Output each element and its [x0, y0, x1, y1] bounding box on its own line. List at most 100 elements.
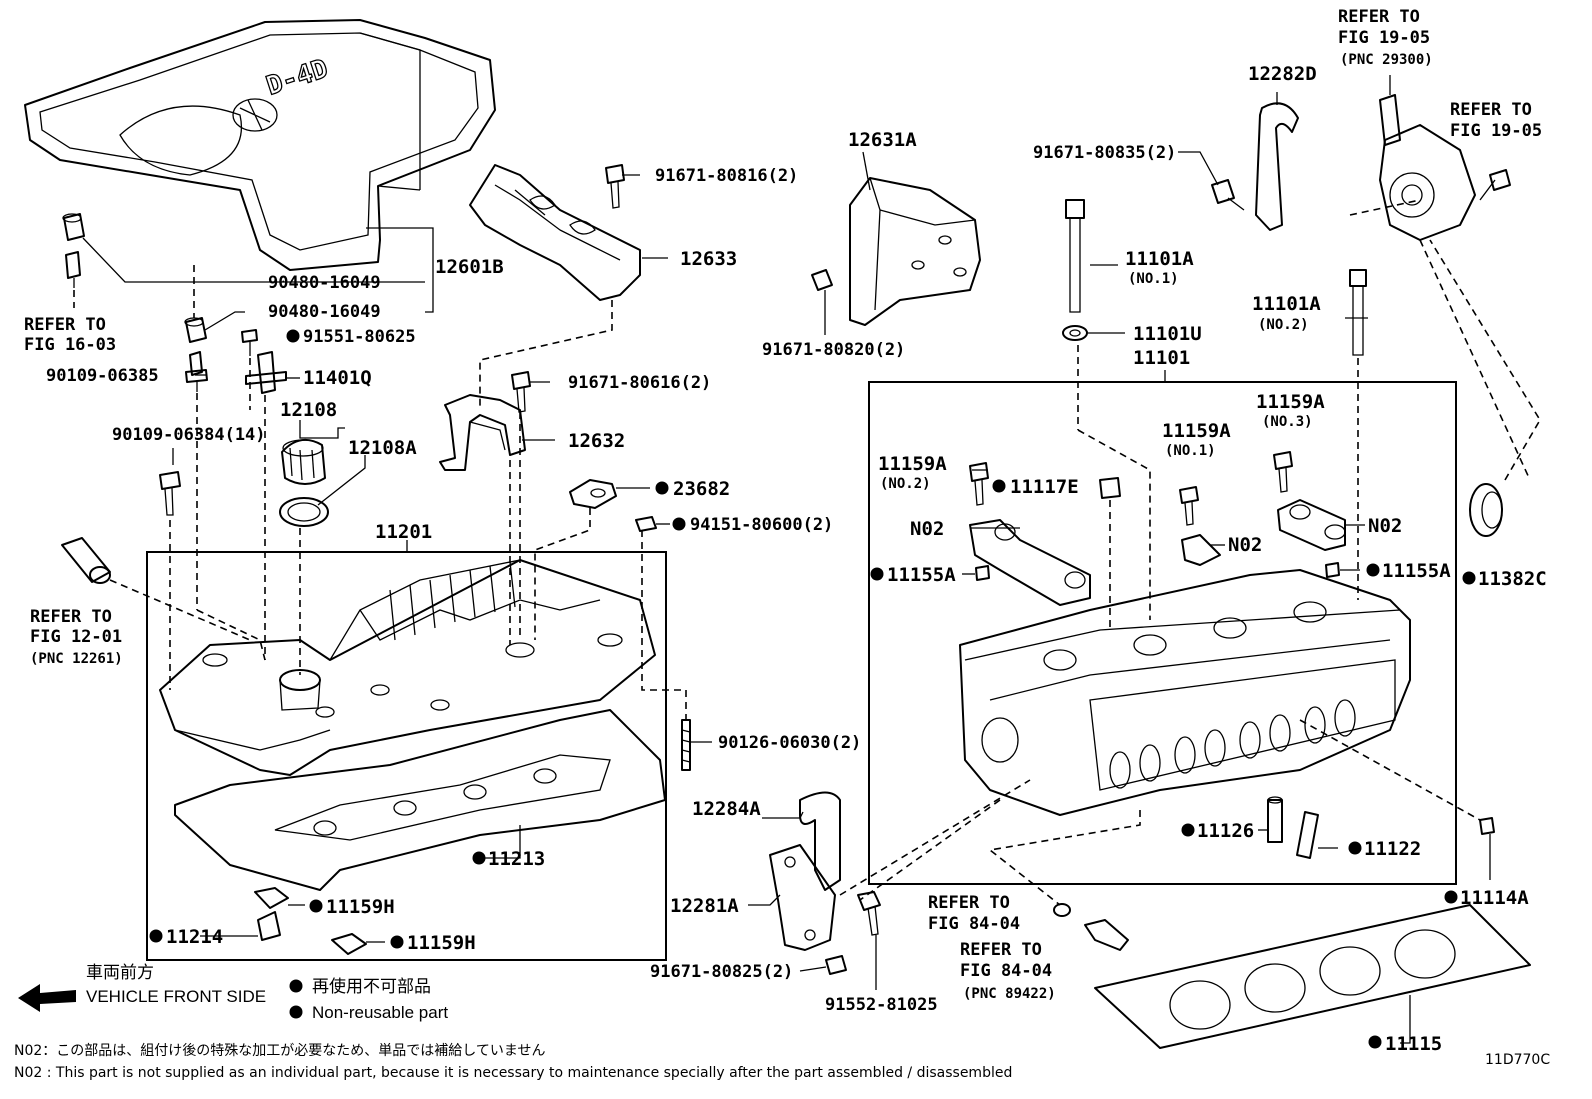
callout-11122: 11122	[1364, 838, 1421, 860]
callout-91671-80616: 91671-80616(2)	[568, 373, 711, 393]
legend-dot-icon-jp	[289, 979, 303, 993]
callout-11201: 11201	[375, 521, 432, 543]
bolt-91671-80835	[1211, 179, 1245, 211]
legend-nonreuse-en: Non-reusable part	[312, 1003, 448, 1022]
callout-N02-b: N02	[1228, 534, 1262, 556]
dot-11155A-right	[1366, 563, 1380, 577]
camshaft-bearing-cap-no3	[1277, 499, 1346, 551]
ref-16-03-line1: REFER TO	[24, 315, 106, 335]
callout-12282D: 12282D	[1248, 63, 1317, 85]
gasket-84-04	[1053, 903, 1071, 917]
callout-11159H-a: 11159H	[326, 896, 395, 918]
bolt-19-05	[1489, 169, 1511, 191]
head-cover-gasket-11213-drawing	[174, 709, 666, 891]
callout-91671-80816: 91671-80816(2)	[655, 166, 798, 186]
callout-11101U: 11101U	[1133, 323, 1202, 345]
pipe-11126	[1267, 796, 1283, 843]
ref-84-04b-line2: FIG 84-04	[960, 961, 1052, 981]
bolt-91671-80816	[605, 164, 625, 209]
dot-11159H-a	[309, 899, 323, 913]
ref-84-04b-line1: REFER TO	[960, 940, 1042, 960]
bolt-90109-06384	[159, 471, 181, 516]
legend-dot-icon-en	[289, 1005, 303, 1019]
callout-91671-80820: 91671-80820(2)	[762, 340, 905, 360]
callout-91552-81025: 91552-81025	[825, 995, 938, 1015]
dot-11382C	[1462, 571, 1476, 585]
callout-11155A-b: 11155A	[1382, 560, 1451, 582]
gasket-11214	[257, 911, 281, 941]
callout-11159A-1-sub: (NO.1)	[1165, 443, 1216, 459]
pipe-11122	[1296, 811, 1319, 859]
callout-11101A-2-sub: (NO.2)	[1258, 317, 1309, 333]
dot-11159H-b	[390, 935, 404, 949]
dot-91551	[286, 329, 300, 343]
callout-11126: 11126	[1197, 820, 1254, 842]
dot-23682	[655, 481, 669, 495]
plug-11114A	[1479, 817, 1495, 835]
legend: 車両前方 VEHICLE FRONT SIDE 再使用不可部品 Non-reus…	[18, 963, 448, 1022]
bolt-91671-80820	[811, 269, 833, 291]
callout-12284A: 12284A	[692, 798, 761, 820]
engine-cover-drawing: D-4D	[24, 19, 496, 271]
callout-12108A: 12108A	[348, 437, 417, 459]
note-jp: N02：この部品は、組付け後の特殊な加工が必要なため、単品では補給していません	[14, 1043, 545, 1059]
bolt-91671-80616	[511, 371, 531, 413]
callout-11159H-b: 11159H	[407, 932, 476, 954]
callout-11159A-2: 11159A	[878, 453, 947, 475]
callout-11382C: 11382C	[1478, 568, 1547, 590]
vehicle-front-arrow-icon	[18, 984, 76, 1012]
callout-94151-80600: 94151-80600(2)	[690, 515, 833, 535]
stud-90126-06030	[681, 719, 691, 771]
camshaft-bearing-cap-no2	[969, 519, 1091, 606]
ref-84-04a-line2: FIG 84-04	[928, 914, 1020, 934]
dot-11155A-left	[870, 567, 884, 581]
callout-11213: 11213	[488, 848, 545, 870]
dot-94151	[672, 517, 686, 531]
sensor-84-04	[1084, 919, 1129, 951]
legend-nonreuse-jp: 再使用不可部品	[312, 976, 431, 996]
bracket-12282D-drawing	[1255, 102, 1299, 231]
dot-11115	[1368, 1035, 1382, 1049]
cover-stud-left	[65, 251, 81, 288]
legend-front-en: VEHICLE FRONT SIDE	[86, 987, 266, 1006]
dot-11114A	[1444, 890, 1458, 904]
callout-12631A: 12631A	[848, 129, 917, 151]
bolt-11159A-no2	[969, 462, 989, 506]
ref-12-01-line2: FIG 12-01	[30, 627, 122, 647]
ref-19-05b-line1: REFER TO	[1450, 100, 1532, 120]
dot-11117E	[992, 479, 1006, 493]
ref-12-01-line3: (PNC 12261)	[30, 651, 123, 667]
callout-91671-80835: 91671-80835(2)	[1033, 143, 1176, 163]
callout-11155A-a: 11155A	[887, 564, 956, 586]
ref-16-03-line2: FIG 16-03	[24, 335, 116, 355]
cover-grommet-left	[62, 213, 85, 241]
gasket-23682-drawing	[569, 479, 617, 509]
reference-labels: REFER TO FIG 16-03 REFER TO FIG 12-01 (P…	[24, 7, 1542, 1002]
callout-11114A: 11114A	[1460, 887, 1529, 909]
leader-lines	[82, 75, 1496, 1044]
legend-front-jp: 車両前方	[86, 963, 154, 982]
head-gasket-11115-drawing	[1094, 904, 1531, 1049]
callout-91551-80625: 91551-80625	[303, 327, 416, 347]
callout-11159A-1: 11159A	[1162, 420, 1231, 442]
ref-84-04b-line3: (PNC 89422)	[963, 986, 1056, 1002]
cover-grommet-center	[184, 317, 207, 343]
head-bolt-no1	[1065, 199, 1085, 313]
bolt-91671-80825	[825, 955, 847, 975]
callout-12281A: 12281A	[670, 895, 739, 917]
non-reusable-markers	[149, 329, 1476, 1049]
callout-11159A-3-sub: (NO.3)	[1262, 414, 1313, 430]
ref-19-05a-line3: (PNC 29300)	[1340, 52, 1433, 68]
engine-hanger-12284A	[799, 791, 841, 891]
seal-11117E	[1099, 477, 1121, 499]
oil-filler-cap-12108	[281, 438, 326, 485]
assembly-box-11201	[146, 551, 667, 961]
callout-labels: 12601B 90480-16049 90480-16049 91551-806…	[46, 63, 1547, 1055]
callout-91671-80825: 91671-80825(2)	[650, 962, 793, 982]
gasket-11159H-a	[254, 887, 289, 909]
ref-12-01-line1: REFER TO	[30, 607, 112, 627]
callout-90480-16049-b: 90480-16049	[268, 302, 381, 322]
washer-11101U	[1062, 325, 1088, 341]
cover-emblem: D-4D	[263, 54, 332, 102]
ref-19-05a-line1: REFER TO	[1338, 7, 1420, 27]
